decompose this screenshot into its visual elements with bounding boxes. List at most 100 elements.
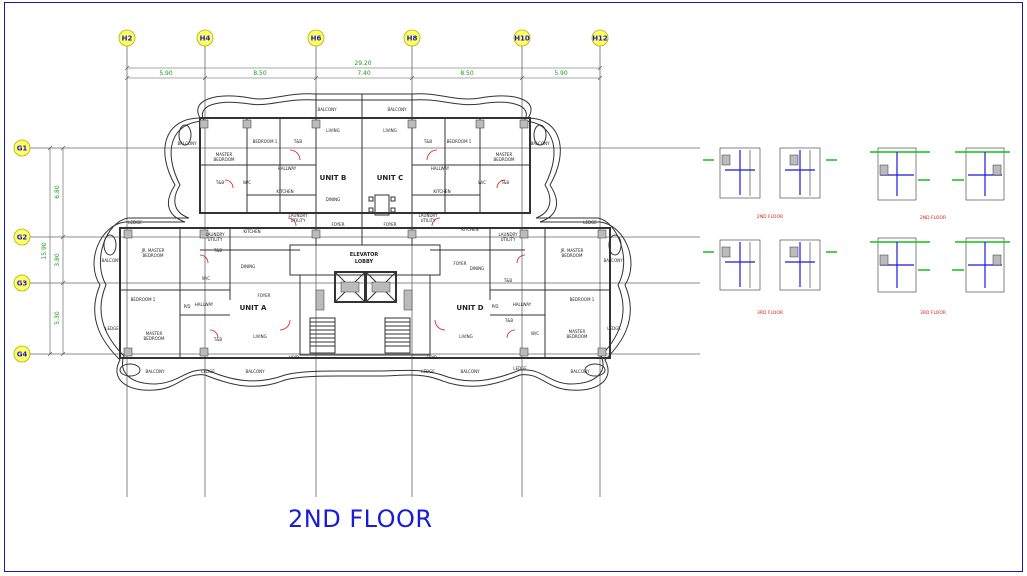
- pd-label-2: P/D: [492, 304, 499, 309]
- pd-label-1: P/D: [184, 304, 191, 309]
- balcony-label-c-right: BALCONY: [530, 141, 550, 146]
- master-bedroom-label-d-2: BEDROOM: [567, 334, 588, 339]
- unit-c-label: UNIT C: [377, 174, 404, 182]
- balcony-label-a-bottom: BALCONY: [145, 369, 165, 374]
- balcony-label-a-left: BALCONY: [101, 258, 121, 263]
- jr-master-label-d-2: BEDROOM: [562, 253, 583, 258]
- bedroom1-label-a: BEDROOM 1: [131, 297, 156, 302]
- balcony-label-a-bottom-2: BALCONY: [245, 369, 265, 374]
- kitchen-label-a: KITCHEN: [243, 229, 260, 234]
- dimensions-horizontal: 29.20 5.90 8.50 7.40 8.50 5.90: [124, 60, 603, 81]
- balcony-label-top-left: BALCONY: [317, 107, 337, 112]
- master-bedroom-label-d-1: MASTER: [569, 329, 586, 334]
- grid-bubbles-columns: H2 H4 H6 H8 H10 H12: [118, 29, 609, 47]
- dining-label-a: DINING: [241, 264, 256, 269]
- grid-label-h8: H8: [407, 35, 418, 43]
- master-bedroom-label-c-1: MASTER: [496, 152, 513, 157]
- ledge-label-5: LEDGE: [201, 369, 215, 374]
- ledge-label-6: LEDGE: [421, 369, 435, 374]
- foyer-label-a: FOYER: [258, 293, 271, 298]
- ledge-label-1: LEDGE: [128, 220, 142, 225]
- thumbnail-labels: 2ND FLOOR 2ND FLOOR 3RD FLOOR 3RD FLOOR: [757, 214, 946, 316]
- stair-treads: [310, 321, 410, 347]
- grid-label-h12: H12: [592, 35, 608, 43]
- master-bedroom-label-c-2: BEDROOM: [494, 157, 515, 162]
- thumbnail-3rd-floor-left: [703, 239, 837, 291]
- wc-label-2: W/C: [478, 180, 486, 185]
- unit-d-label: UNIT D: [456, 304, 483, 312]
- tb-label-3: T&B: [215, 180, 225, 185]
- thumbnail-2nd-floor-left: [703, 147, 837, 199]
- elevator-lobby-label-1: ELEVATOR: [350, 252, 379, 258]
- bedroom1-label-d: BEDROOM 1: [570, 297, 595, 302]
- void-label-1: VOID: [289, 355, 299, 360]
- grid-label-h6: H6: [311, 35, 322, 43]
- grid-label-h2: H2: [122, 35, 133, 43]
- dim-vertical-span-1: 6.80: [54, 185, 61, 199]
- balcony-label-d-right: BALCONY: [603, 258, 623, 263]
- thumb-label-3rd-right: 3RD FLOOR: [920, 310, 946, 316]
- jr-master-label-d-1: JR. MASTER: [560, 248, 584, 253]
- balcony-label-d-bottom-2: BALCONY: [570, 369, 590, 374]
- drawing-frame: [4, 2, 1023, 572]
- foyer-label-d: FOYER: [454, 261, 467, 266]
- unit-a-label: UNIT A: [240, 304, 267, 312]
- dim-span-4: 8.50: [460, 70, 474, 77]
- tb-label-7: T&B: [213, 337, 223, 342]
- ledge-label-3: LEDGE: [105, 326, 119, 331]
- wc-label-3: W/C: [202, 276, 210, 281]
- unit-b-label: UNIT B: [320, 174, 347, 182]
- thumbnail-3rd-floor-right: [870, 237, 1010, 293]
- drawing-title: 2ND FLOOR: [288, 505, 433, 533]
- dining-label-d: DINING: [470, 266, 485, 271]
- tb-label-6: T&B: [503, 278, 513, 283]
- tb-label-4: T&B: [500, 180, 510, 185]
- thumb-label-3rd-left: 3RD FLOOR: [757, 310, 783, 316]
- grid-label-g3: G3: [17, 280, 28, 288]
- building-outline: [93, 93, 632, 391]
- foyer-label-b: FOYER: [332, 222, 345, 227]
- master-bedroom-label-a-1: MASTER: [146, 331, 163, 336]
- jr-master-label-a-2: BEDROOM: [143, 253, 164, 258]
- dining-label-b: DINING: [326, 197, 341, 202]
- ledge-label-4: LEDGE: [607, 326, 621, 331]
- grid-label-h4: H4: [200, 35, 211, 43]
- dim-vertical-overall: 15.90: [41, 242, 48, 259]
- hallway-label-a: HALLWAY: [195, 302, 214, 307]
- laundry-label-b-2: UTILITY: [291, 218, 306, 223]
- bedroom1-label-b: BEDROOM 1: [253, 139, 278, 144]
- living-label-b: LIVING: [326, 128, 339, 133]
- laundry-label-a-2: UTILITY: [208, 237, 223, 242]
- tb-label-2: T&B: [423, 139, 433, 144]
- kitchen-label-d: KITCHEN: [461, 227, 478, 232]
- elevator-lobby-label-2: LOBBY: [355, 259, 374, 265]
- master-bedroom-label-a-2: BEDROOM: [144, 336, 165, 341]
- hallway-label-c: HALLWAY: [431, 166, 450, 171]
- laundry-label-d-2: UTILITY: [501, 237, 516, 242]
- balcony-label-b-left: BALCONY: [177, 141, 197, 146]
- laundry-label-a-1: LAUNDRY: [205, 232, 225, 237]
- grid-label-h10: H10: [514, 35, 530, 43]
- jr-master-label-a-1: JR. MASTER: [141, 248, 165, 253]
- dimensions-vertical: 15.90 6.80 3.80 5.30: [41, 145, 66, 357]
- master-bedroom-label-b-2: BEDROOM: [214, 157, 235, 162]
- tb-label-8: T&B: [504, 318, 514, 323]
- grid-bubbles-rows: G1 G2 G3 G4: [13, 139, 31, 363]
- grid-label-g2: G2: [17, 234, 28, 242]
- wc-label-1: W/C: [243, 180, 251, 185]
- grid-label-g4: G4: [17, 351, 28, 359]
- hallway-label-b: HALLWAY: [278, 166, 297, 171]
- living-label-d: LIVING: [459, 334, 472, 339]
- thumbnail-2nd-floor-right: [870, 147, 1010, 201]
- balcony-label-d-bottom: BALCONY: [460, 369, 480, 374]
- void-label-2: VOID: [427, 355, 437, 360]
- laundry-label-b-1: LAUNDRY: [288, 213, 308, 218]
- foyer-label-c: FOYER: [384, 222, 397, 227]
- room-labels: UNIT B UNIT C UNIT A UNIT D ELEVATOR LOB…: [101, 107, 623, 374]
- thumb-label-2nd-left: 2ND FLOOR: [757, 214, 783, 220]
- dim-span-3: 7.40: [357, 70, 371, 77]
- kitchen-label-b: KITCHEN: [276, 189, 293, 194]
- tb-label-5: T&B: [213, 248, 223, 253]
- laundry-label-d-1: LAUNDRY: [498, 232, 518, 237]
